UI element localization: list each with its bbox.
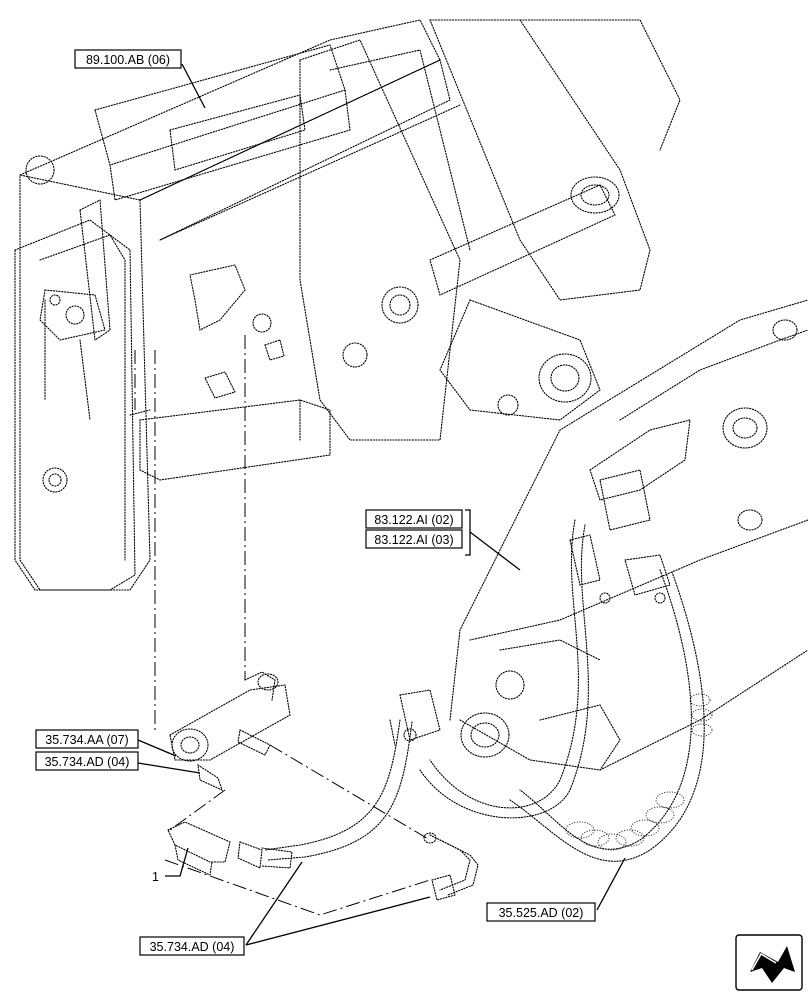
ref-label-89-100[interactable]: 89.100.AB (06): [74, 49, 182, 69]
boom-drawing: [449, 299, 808, 771]
next-page-arrow-icon[interactable]: [735, 934, 803, 991]
ref-label-35-734-ad-bottom[interactable]: 35.734.AD (04): [139, 936, 245, 956]
ref-label-35-734-ad-top[interactable]: 35.734.AD (04): [35, 751, 139, 771]
cylinder-drawing: [167, 671, 293, 876]
item-number-1[interactable]: 1: [152, 870, 159, 884]
hoses-drawing: [264, 419, 713, 901]
ref-label-89-100-text: 89.100.AB (06): [86, 53, 170, 67]
ref-label-35-525-ad-text: 35.525.AD (02): [499, 906, 584, 920]
ref-label-35-525-ad[interactable]: 35.525.AD (02): [486, 902, 596, 922]
ref-label-35-734-aa-text: 35.734.AA (07): [45, 733, 128, 747]
assembly-lines: [134, 335, 431, 916]
ref-label-35-734-ad-bottom-text: 35.734.AD (04): [150, 940, 235, 954]
ref-label-35-734-ad-top-text: 35.734.AD (04): [45, 755, 130, 769]
leader-lines: [137, 63, 626, 946]
ref-label-83-122-b-text: 83.122.AI (03): [374, 533, 453, 547]
ref-label-35-734-aa[interactable]: 35.734.AA (07): [35, 729, 139, 749]
ref-label-83-122-a-text: 83.122.AI (02): [374, 513, 453, 527]
loader-frame-drawing: [14, 19, 681, 591]
ref-label-83-122-b[interactable]: 83.122.AI (03): [365, 529, 463, 549]
ref-label-83-122-a[interactable]: 83.122.AI (02): [365, 509, 463, 529]
